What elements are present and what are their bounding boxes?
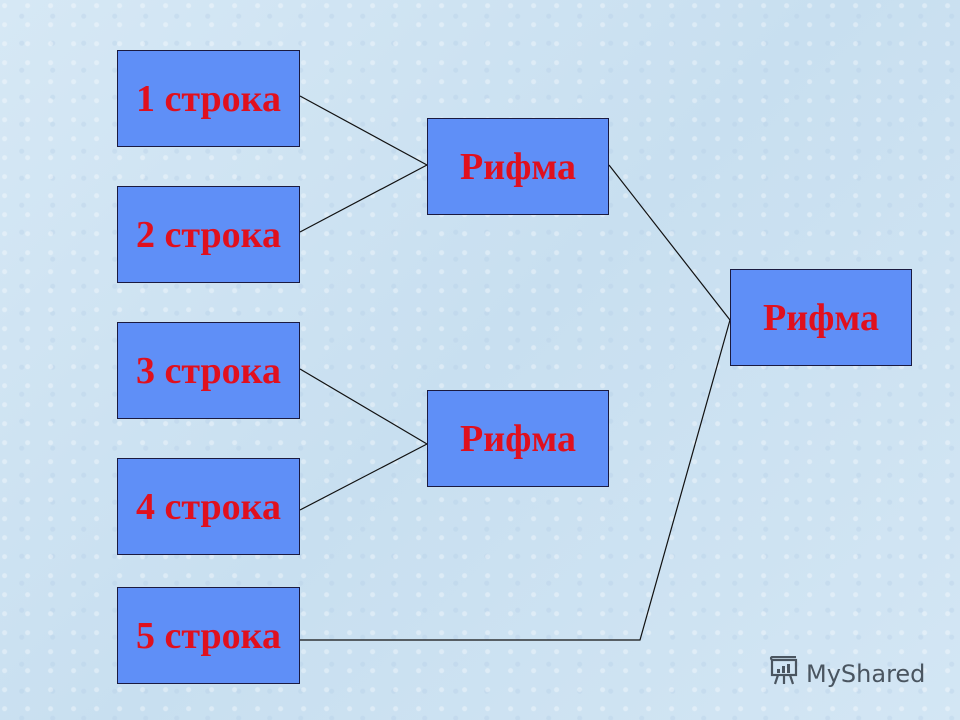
line-box-2-label: 2 строка [136,213,281,256]
line-box-3-label: 3 строка [136,349,281,392]
line-box-1-label: 1 строка [136,77,281,120]
line-box-3: 3 строка [117,322,300,419]
connector-line-2 [299,164,428,233]
rhyme-box-3: Рифма [730,269,912,366]
presentation-board-icon [768,655,800,692]
line-box-4-label: 4 строка [136,485,281,528]
line-box-5: 5 строка [117,587,300,684]
rhyme-box-2-label: Рифма [459,417,577,460]
watermark: MyShared [768,655,926,692]
connector-line-6 [300,319,731,641]
connector-line-5 [608,164,731,321]
line-box-1: 1 строка [117,50,300,147]
line-box-4: 4 строка [117,458,300,555]
connector-line-4 [299,443,428,511]
connector-line-1 [299,95,428,166]
rhyme-box-1: Рифма [427,118,609,215]
watermark-text: MyShared [806,660,926,688]
rhyme-box-3-label: Рифма [762,296,880,339]
rhyme-box-2: Рифма [427,390,609,487]
rhyme-box-1-label: Рифма [459,145,577,188]
connector-line-3 [299,368,428,445]
line-box-5-label: 5 строка [136,614,281,657]
line-box-2: 2 строка [117,186,300,283]
